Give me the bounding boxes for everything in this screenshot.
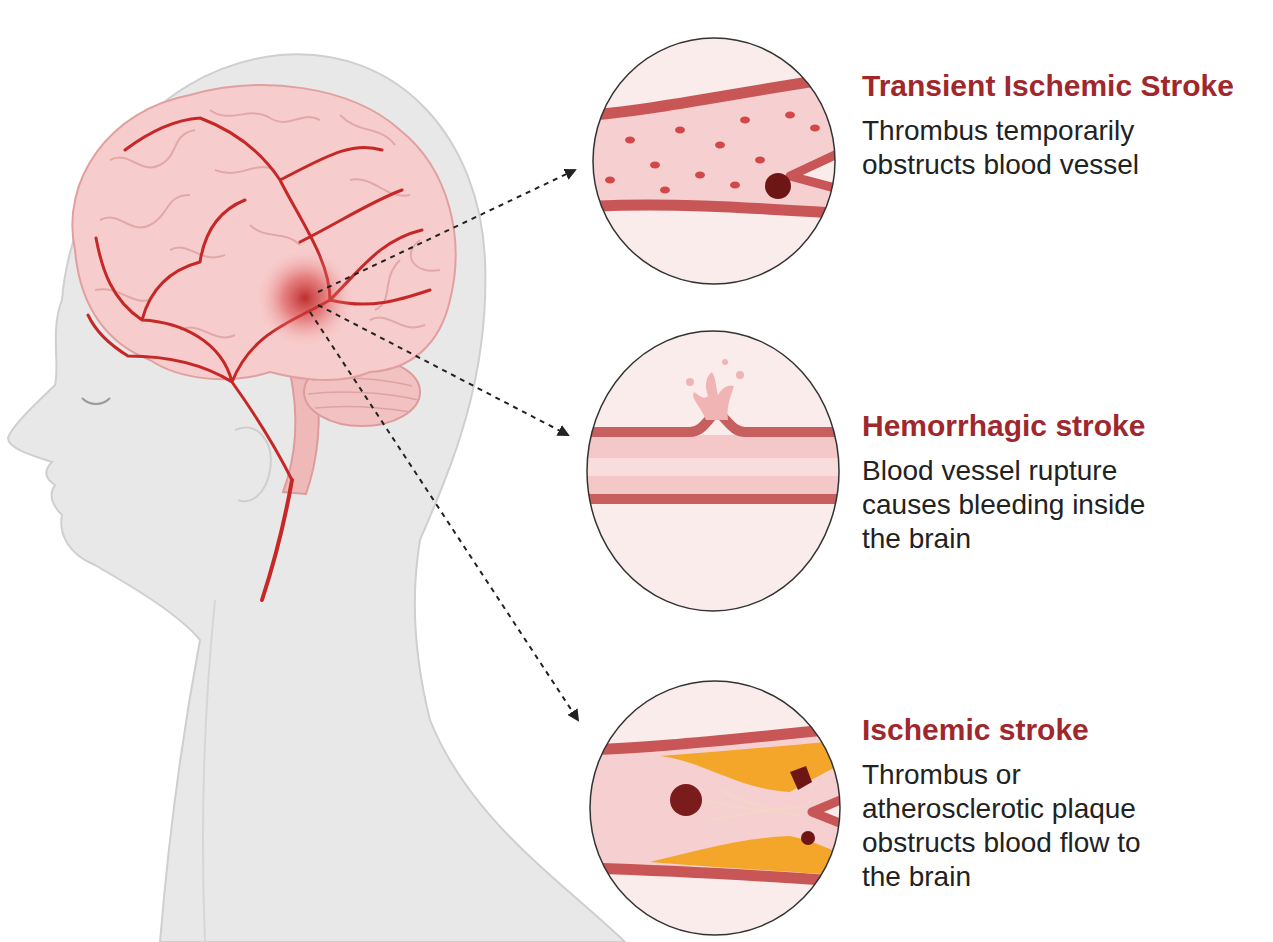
text-column: Ischemic strokeThrombus or atherosclerot… — [862, 712, 1268, 894]
thrombus — [765, 173, 791, 199]
blood-drop — [686, 378, 694, 386]
ischemic-vessel-view — [580, 681, 852, 935]
vessel-wall — [580, 494, 850, 504]
dashed-arrow — [318, 170, 575, 292]
closed-eye — [82, 398, 110, 404]
cerebrum — [72, 85, 455, 380]
pointer-arrows — [310, 170, 578, 720]
lesion-spot — [257, 250, 353, 346]
thrombus-fragment — [790, 766, 812, 790]
vessel-wall — [580, 205, 850, 214]
thrombus — [670, 784, 702, 816]
vessel-branch — [790, 148, 850, 192]
stroke-heading: Hemorrhagic stroke — [862, 408, 1268, 444]
head-silhouette — [8, 54, 625, 942]
stroke-heading: Ischemic stroke — [862, 712, 1268, 748]
view-outline — [590, 681, 840, 935]
vessel-lumen — [580, 435, 850, 497]
ear — [235, 427, 271, 501]
vessel-branch — [812, 795, 852, 828]
stroke-type-panel: Hemorrhagic strokeBlood vessel rupture c… — [586, 329, 1268, 615]
brain — [72, 85, 455, 600]
hemorrhage-vessel-view — [580, 331, 850, 611]
stroke-description: Thrombus temporarily obstructs blood ves… — [862, 114, 1172, 182]
stroke-description: Thrombus or atherosclerotic plaque obstr… — [862, 758, 1172, 894]
dashed-arrow — [318, 305, 568, 435]
text-column: Hemorrhagic strokeBlood vessel rupture c… — [862, 408, 1268, 556]
plaque — [650, 836, 850, 876]
neck-artery — [262, 480, 292, 600]
stroke-type-panel: Transient Ischemic StrokeThrombus tempor… — [588, 36, 1268, 288]
head-outline — [8, 54, 625, 942]
text-column: Transient Ischemic StrokeThrombus tempor… — [862, 68, 1268, 182]
brain-arteries — [88, 118, 430, 480]
vessel-core — [580, 458, 850, 476]
dashed-arrow — [310, 312, 578, 720]
thrombus-fragment — [801, 831, 815, 845]
blood-drop — [736, 371, 744, 379]
blood-drop — [722, 359, 728, 365]
cerebellum-folds — [308, 378, 418, 412]
stroke-description: Blood vessel rupture causes bleeding ins… — [862, 454, 1172, 556]
plaque-fibres — [700, 790, 805, 820]
stroke-heading: Transient Ischemic Stroke — [862, 68, 1268, 104]
stroke-type-panel: Ischemic strokeThrombus or atherosclerot… — [588, 679, 1268, 937]
blood-splash — [693, 372, 734, 420]
tia-vessel-view — [580, 38, 850, 284]
view-outline — [587, 331, 839, 611]
neck-line — [203, 600, 215, 942]
view-outline — [593, 38, 835, 284]
